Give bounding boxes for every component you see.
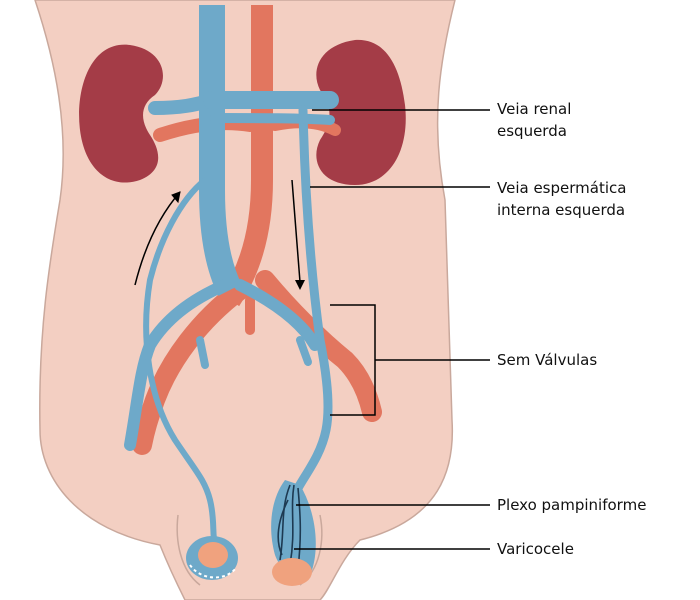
label-pampiniform-plexus: Plexo pampiniforme (497, 496, 647, 514)
iliac-artery-right (255, 270, 382, 422)
label-spermatic-vein: Veia espermática interna esquerda (497, 179, 627, 219)
leader-lines (294, 109, 490, 550)
renal-vein-left-lower (210, 113, 335, 125)
testis-right-rim (189, 564, 237, 579)
label-no-valves: Sem Válvulas (497, 351, 598, 369)
internal-iliac-vein-left (196, 336, 209, 369)
kidney-right (316, 39, 406, 185)
testis-left (272, 558, 312, 586)
iliac-vein-right (234, 279, 321, 351)
flow-arrow-down (291, 179, 301, 283)
spermatic-vein-left (287, 105, 333, 505)
flow-arrow-up (134, 191, 181, 286)
label-renal-vein: Veia renal esquerda (497, 100, 572, 140)
iliac-artery-left (132, 280, 250, 455)
testis-right-inner (198, 542, 228, 568)
spermatic-vein-right (143, 177, 218, 548)
label-varicocele: Varicocele (497, 540, 574, 558)
iliac-vein-left (124, 279, 231, 451)
scrotum-left-outline (176, 514, 201, 586)
internal-iliac-vein-right (296, 336, 312, 366)
kidney-left (79, 44, 163, 183)
flow-arrow-down-head (295, 280, 305, 290)
flow-arrow-up-head (171, 191, 181, 204)
